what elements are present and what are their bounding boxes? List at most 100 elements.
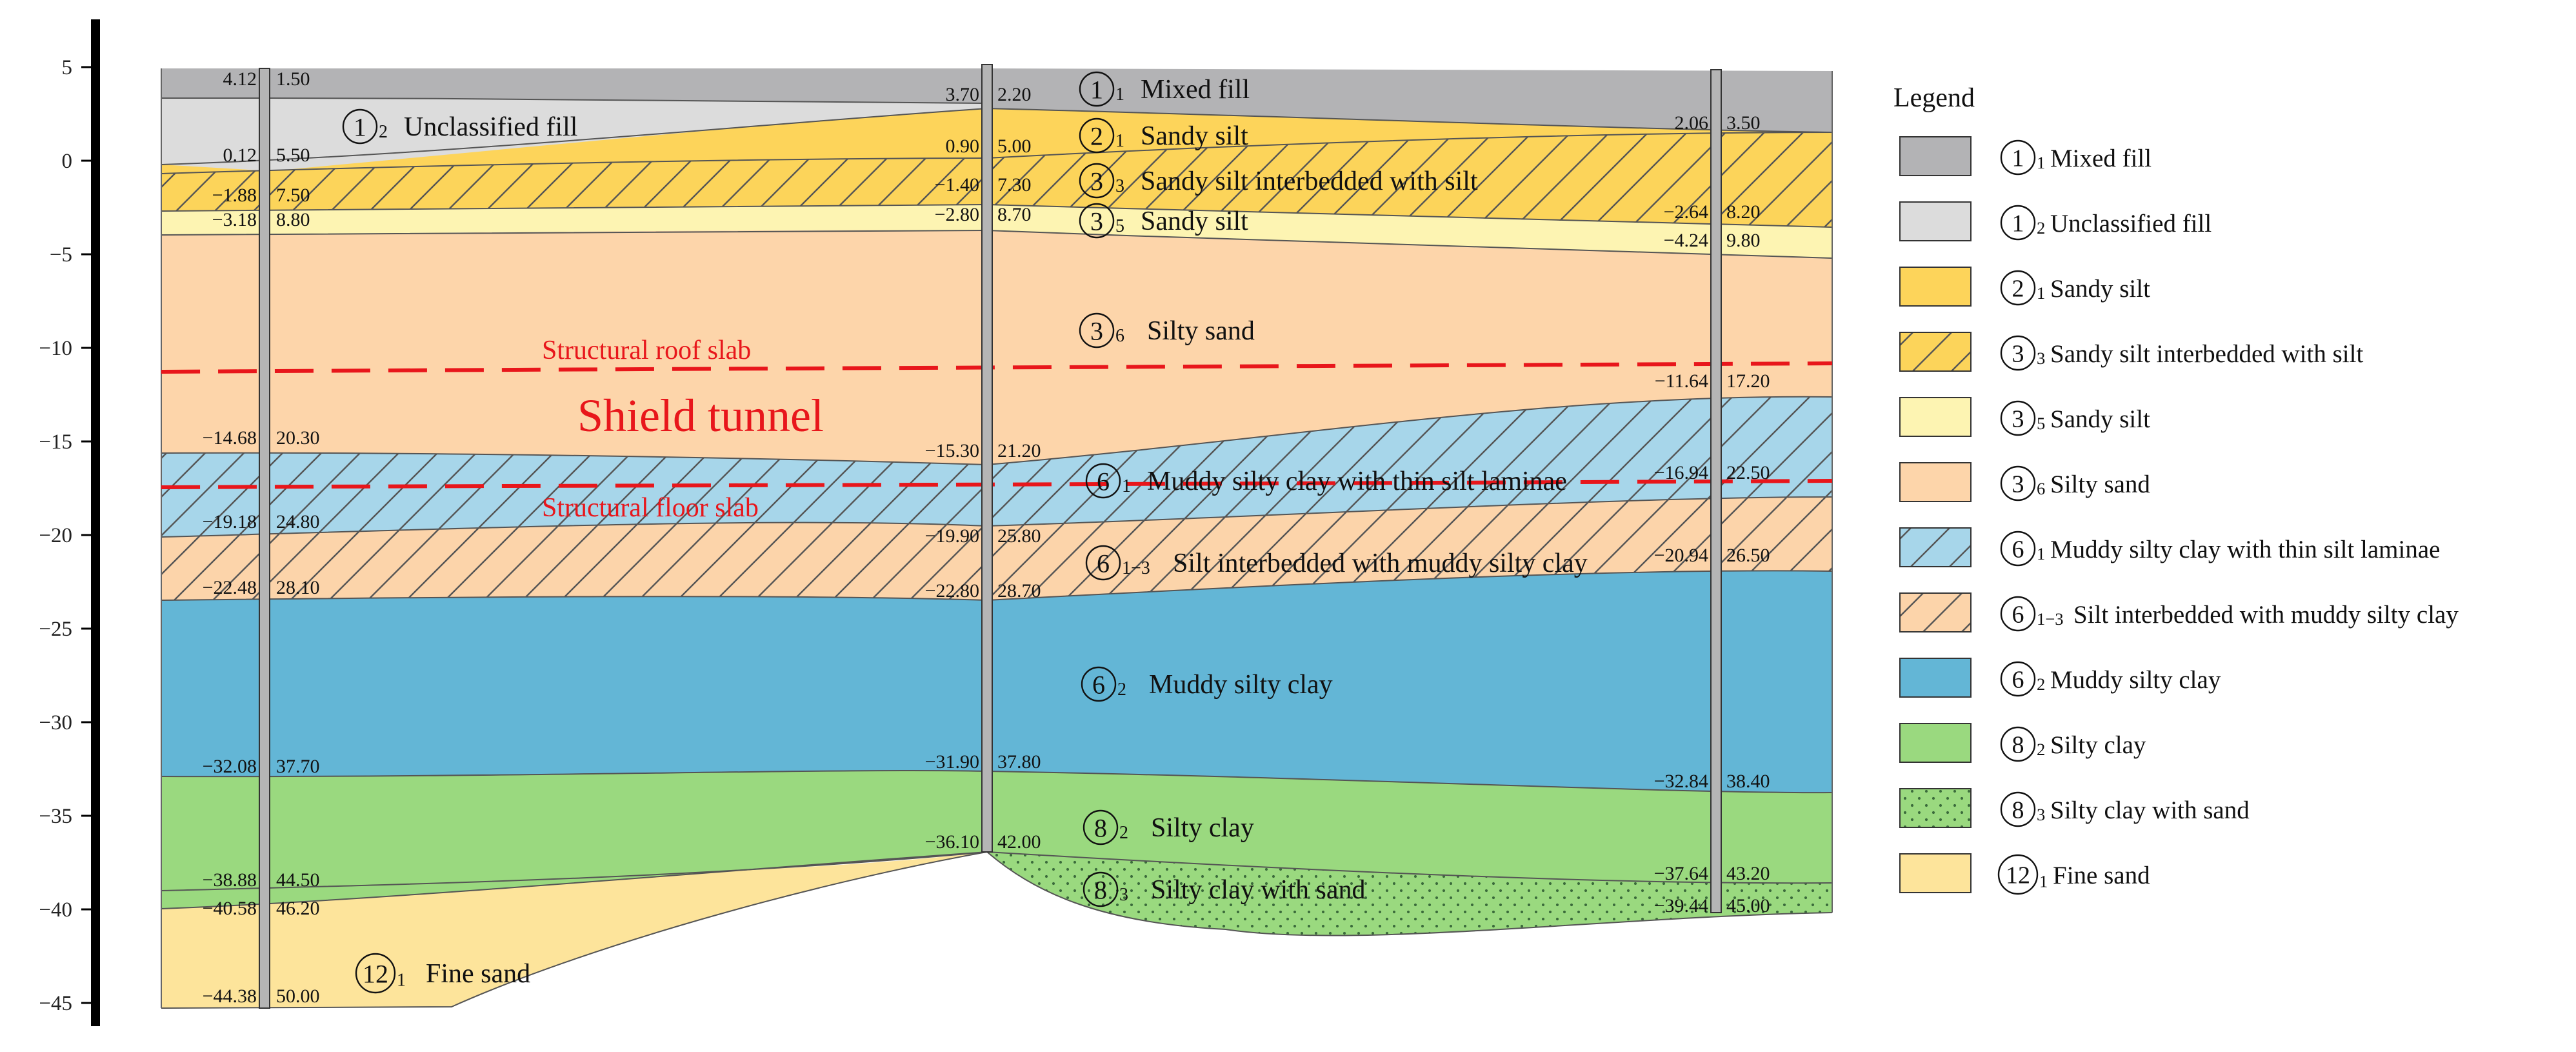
layer-number: 8 — [1094, 875, 1107, 904]
borehole-depth-label: 26.50 — [1726, 545, 1770, 566]
circled-number-icon — [2000, 596, 2036, 632]
elevation-axis: 50−5−10−15−20−25−30−35−40−45 — [39, 19, 100, 1026]
layer-number: 6 — [2012, 667, 2024, 694]
layer-name: Sandy silt interbedded with silt — [1141, 167, 1478, 196]
legend-title: Legend — [1893, 83, 1975, 113]
circled-number-icon — [2000, 531, 2036, 567]
borehole-depth-label: 45.00 — [1726, 895, 1770, 916]
section-frame — [161, 68, 1833, 1008]
circled-number-icon — [1079, 71, 1115, 107]
borehole-elevation-label: −20.94 — [1654, 545, 1708, 566]
borehole-depth-label: 43.20 — [1726, 863, 1770, 884]
layer-subscript: 1 — [1122, 476, 1131, 496]
layer-number: 6 — [2012, 536, 2024, 563]
axis-tick: −45 — [39, 992, 91, 1015]
layer-number: 1 — [2012, 145, 2024, 172]
shield-tunnel-title: Shield tunnel — [577, 390, 824, 441]
layer-unclassified-fill-1-2 — [161, 98, 987, 171]
layer-number: 3 — [1090, 167, 1103, 196]
borehole-elevation-label: −1.40 — [935, 174, 979, 196]
borehole-elevation-label: 2.06 — [1675, 112, 1709, 134]
layer-name: Muddy silty clay with thin silt laminae — [1147, 467, 1567, 496]
circled-number-icon — [1085, 545, 1121, 581]
axis-tick-label: −30 — [39, 711, 72, 734]
structural-roof-slab-line — [161, 361, 1833, 374]
borehole-depth-label: 2.20 — [997, 84, 1032, 105]
borehole-depth-label: 7.30 — [997, 174, 1032, 196]
layer-number: 1 — [2012, 210, 2024, 238]
borehole-elevation-label: −2.80 — [935, 204, 979, 225]
circled-number-icon — [1079, 203, 1115, 239]
shield-tunnel: Structural roof slab Shield tunnel Struc… — [161, 336, 1833, 523]
borehole-columns — [259, 64, 1722, 1009]
layer-muddy-silty-clay-6-1-hatch — [161, 396, 1832, 537]
structural-roof-slab-label: Structural roof slab — [542, 336, 751, 365]
circled-number-icon — [342, 108, 378, 145]
borehole-depth-label: 8.80 — [276, 209, 310, 230]
borehole-elevation-label: 0.12 — [223, 145, 257, 166]
borehole-depth-label: 8.20 — [1726, 201, 1761, 223]
borehole-elevation-label: −38.88 — [203, 869, 257, 891]
legend-label: Muddy silty clay with thin silt laminae — [2050, 536, 2440, 563]
legend-swatch — [1899, 397, 1972, 437]
legend-swatch — [1899, 658, 1972, 698]
layer-number: 3 — [2012, 406, 2024, 433]
layer-number: 2 — [1090, 121, 1103, 150]
borehole-elevation-label: −37.64 — [1654, 863, 1708, 884]
layer-subscript: 1 — [397, 971, 406, 991]
borehole-elevation-label: 4.12 — [223, 68, 257, 90]
layer-name: Muddy silty clay — [1149, 670, 1333, 700]
circled-number-icon — [355, 953, 396, 994]
borehole-elevation-label: −22.48 — [203, 577, 257, 598]
borehole-elevation-label: −15.30 — [925, 440, 979, 461]
circled-number-icon — [1081, 666, 1117, 702]
borehole-depth-label: 28.10 — [276, 577, 320, 598]
axis-ticks: 50−5−10−15−20−25−30−35−40−45 — [39, 56, 91, 1015]
axis-tick-label: −15 — [39, 430, 72, 454]
legend-swatch — [1899, 267, 1972, 307]
legend-swatch-hatch — [1899, 527, 1972, 567]
circled-number-icon — [1997, 854, 2039, 895]
layer-name: Unclassified fill — [404, 112, 577, 142]
borehole-left — [259, 68, 270, 1009]
axis-tick: −35 — [39, 805, 91, 828]
axis-tick-label: −5 — [50, 243, 72, 267]
axis-tick: −40 — [39, 898, 91, 922]
axis-tick-label: −45 — [39, 992, 72, 1015]
layer-name: Fine sand — [426, 959, 530, 989]
borehole-elevation-label: −36.10 — [925, 831, 979, 853]
layer-subscript: 1−3 — [1122, 558, 1150, 578]
borehole-elevation-label: −4.24 — [1664, 230, 1708, 251]
layer-name: Silt interbedded with muddy silty clay — [1173, 549, 1588, 578]
layer-subscript: 5 — [1115, 216, 1124, 236]
layer-number: 6 — [1097, 549, 1110, 578]
layer-sandy-silt-interbedded-hatch — [161, 132, 1832, 227]
borehole-elevation-label: −39.44 — [1654, 895, 1708, 916]
borehole-elevation-label: −31.90 — [925, 751, 979, 773]
axis-tick-label: 0 — [62, 150, 73, 173]
borehole-depth-label: 7.50 — [276, 185, 310, 206]
layer-subscript: 1 — [2037, 283, 2045, 303]
layer-name: Silty sand — [1147, 316, 1255, 346]
layer-subscript: 5 — [2037, 414, 2045, 433]
legend-label: Muddy silty clay — [2050, 666, 2221, 694]
axis-tick: −5 — [50, 243, 91, 267]
borehole-depth-label: 38.40 — [1726, 771, 1770, 792]
layer-number: 3 — [2012, 471, 2024, 498]
strata-section — [161, 68, 1832, 1009]
circled-number-icon — [1083, 871, 1119, 907]
borehole-depth-label: 17.20 — [1726, 370, 1770, 392]
layer-subscript: 1 — [1115, 85, 1124, 105]
layer-subscript: 3 — [2037, 805, 2045, 824]
legend-swatch — [1899, 201, 1972, 241]
